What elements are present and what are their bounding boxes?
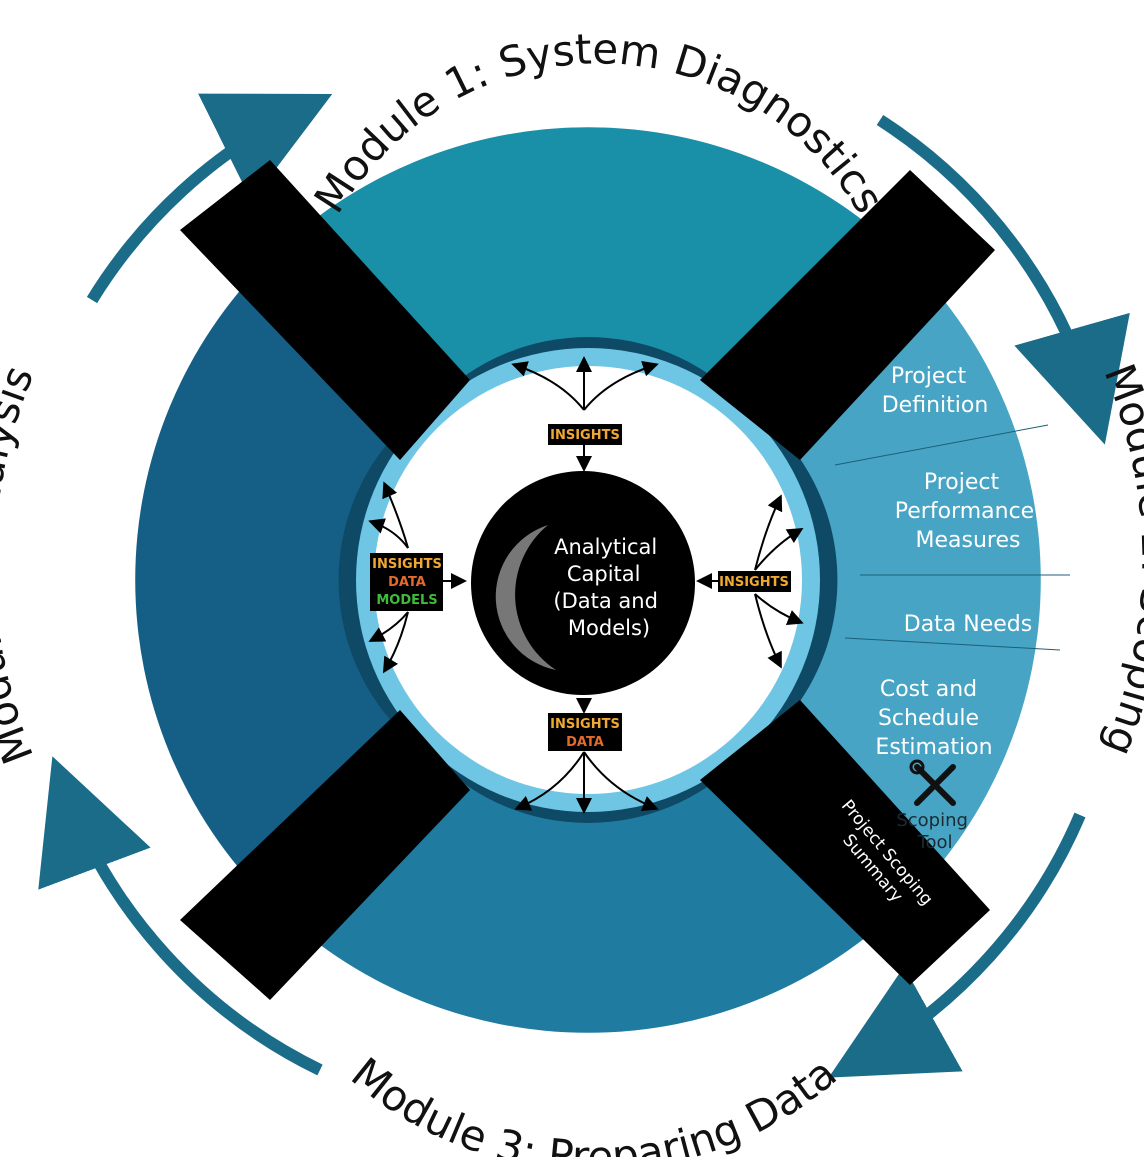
insights-tag-top: INSIGHTS [548, 424, 622, 445]
crescent-icon [495, 525, 556, 670]
scoping-divider-3 [844, 637, 1061, 651]
insight-flow-bottom [514, 698, 659, 814]
analytical-capital-core: Analytical Capital (Data and Models) [471, 471, 695, 695]
insight-flow-top [511, 356, 659, 472]
ring-segment-left [135, 260, 437, 900]
strap-bottom-right [700, 700, 990, 985]
scoping-step-performance-measures: Project Performance Measures [895, 470, 1041, 553]
strap-top-left [180, 160, 470, 460]
insights-data-tag-bottom: INSIGHTS DATA [548, 713, 622, 751]
scoping-divider-1 [834, 424, 1049, 466]
wrench-screwdriver-icon [909, 759, 956, 806]
cycle-arrow-bottom-left [38, 756, 323, 1076]
svg-text:INSIGHTS: INSIGHTS [550, 428, 620, 443]
insight-flow-right [696, 494, 804, 669]
module-3-label: Module 3: Preparing Data [342, 1048, 845, 1157]
insights-data-models-tag-left: INSIGHTS DATA MODELS [370, 553, 443, 611]
svg-text:INSIGHTS: INSIGHTS [719, 575, 789, 590]
scoping-step-project-definition: Project Definition [882, 364, 989, 418]
cycle-arrow-top-right [876, 114, 1130, 445]
insights-tag-right: INSIGHTS [718, 571, 791, 592]
cycle-arrows [38, 93, 1130, 1078]
insight-flow-left [368, 481, 467, 674]
svg-text:INSIGHTS: INSIGHTS [372, 557, 442, 572]
core-label: Analytical Capital (Data and Models) [553, 535, 664, 640]
strap-top-right [700, 170, 995, 460]
scoping-step-data-needs: Data Needs [904, 612, 1032, 637]
svg-text:MODELS: MODELS [376, 593, 437, 608]
svg-text:DATA: DATA [388, 575, 426, 590]
core-circle [471, 471, 695, 695]
scoping-tool-label: Scoping Tool [896, 810, 973, 853]
strap-bottom-left [180, 710, 470, 1000]
ring-segment-top [268, 127, 908, 400]
svg-text:DATA: DATA [566, 735, 604, 750]
svg-text:INSIGHTS: INSIGHTS [550, 717, 620, 732]
module-2-label: Module 2: Scoping [1095, 357, 1144, 763]
module-4-label: Module 4: Analysis [0, 359, 43, 771]
scoping-step-cost-schedule: Cost and Schedule Estimation [875, 677, 992, 760]
cycle-arrow-bottom-right [828, 812, 1086, 1078]
cycle-arrow-top-left [86, 93, 333, 304]
